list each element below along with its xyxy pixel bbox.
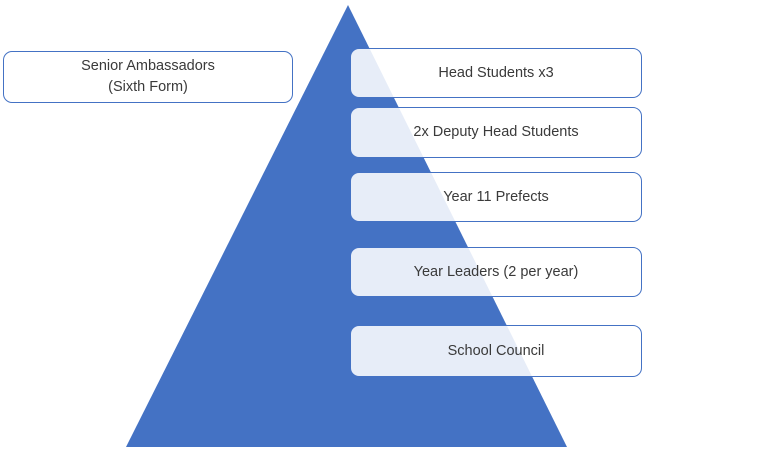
level-label-year-leaders: Year Leaders (2 per year): [413, 263, 579, 280]
senior-ambassadors-box: Senior Ambassadors (Sixth Form): [3, 51, 293, 103]
senior-ambassadors-line2: (Sixth Form): [108, 79, 188, 95]
senior-ambassadors-line1: Senior Ambassadors: [81, 58, 215, 74]
level-box-school-council: School Council: [350, 325, 642, 377]
level-box-head-students: Head Students x3: [350, 48, 642, 98]
level-box-year-leaders: Year Leaders (2 per year): [350, 247, 642, 297]
level-label-deputy-head-students: 2x Deputy Head Students: [413, 124, 579, 140]
level-box-deputy-head-students: 2x Deputy Head Students: [350, 107, 642, 158]
level-label-school-council: School Council: [447, 342, 545, 359]
level-label-year-11-prefects: Year 11 Prefects: [443, 188, 549, 205]
level-box-year-11-prefects: Year 11 Prefects: [350, 172, 642, 222]
level-label-head-students: Head Students x3: [438, 64, 554, 81]
